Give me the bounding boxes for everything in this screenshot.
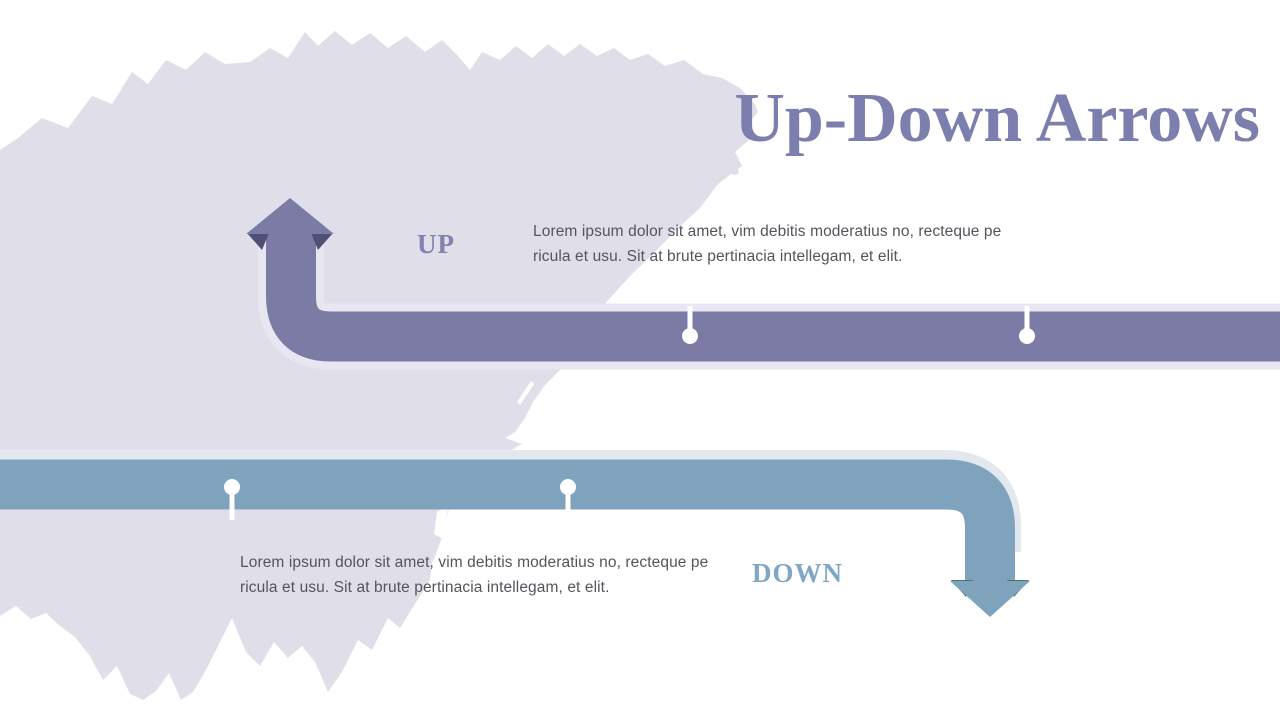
brush-texture-slash — [433, 536, 449, 570]
down-description-line-2: ricula et usu. Sit at brute pertinacia i… — [240, 579, 610, 596]
up-marker-2 — [1019, 306, 1035, 344]
down-label: DOWN — [752, 558, 843, 588]
up-marker-1-stem — [687, 306, 693, 336]
up-description: Lorem ipsum dolor sit amet, vim debitis … — [533, 219, 1001, 269]
up-arrow — [246, 198, 1280, 370]
down-description: Lorem ipsum dolor sit amet, vim debitis … — [240, 550, 708, 600]
down-marker-1 — [224, 479, 240, 520]
brush-speck — [731, 169, 739, 175]
up-marker-1 — [682, 306, 698, 344]
up-marker-2-dot — [1019, 328, 1035, 344]
slide-title: Up-Down Arrows — [734, 80, 1260, 157]
brush-texture-slash — [434, 505, 449, 538]
down-arrow-band — [0, 459, 1015, 582]
up-arrowhead-fold-right — [311, 233, 333, 250]
up-arrow-band — [266, 230, 1280, 362]
up-marker-1-dot — [682, 328, 698, 344]
down-marker-1-stem — [229, 487, 235, 520]
down-arrowhead — [950, 581, 1030, 617]
down-description-line-1: Lorem ipsum dolor sit amet, vim debitis … — [240, 554, 709, 571]
up-marker-2-stem — [1024, 306, 1030, 336]
up-description-line-2: ricula et usu. Sit at brute pertinacia i… — [533, 248, 903, 265]
brush-texture-slash — [517, 381, 534, 405]
up-description-line-1: Lorem ipsum dolor sit amet, vim debitis … — [533, 223, 1002, 240]
down-marker-2 — [560, 479, 576, 520]
brush-speck — [713, 157, 725, 165]
down-arrow — [0, 450, 1030, 617]
down-marker-2-stem — [565, 487, 571, 520]
up-arrowhead-fold-left — [247, 233, 269, 250]
up-arrowhead — [246, 198, 334, 234]
up-label: UP — [417, 229, 455, 259]
